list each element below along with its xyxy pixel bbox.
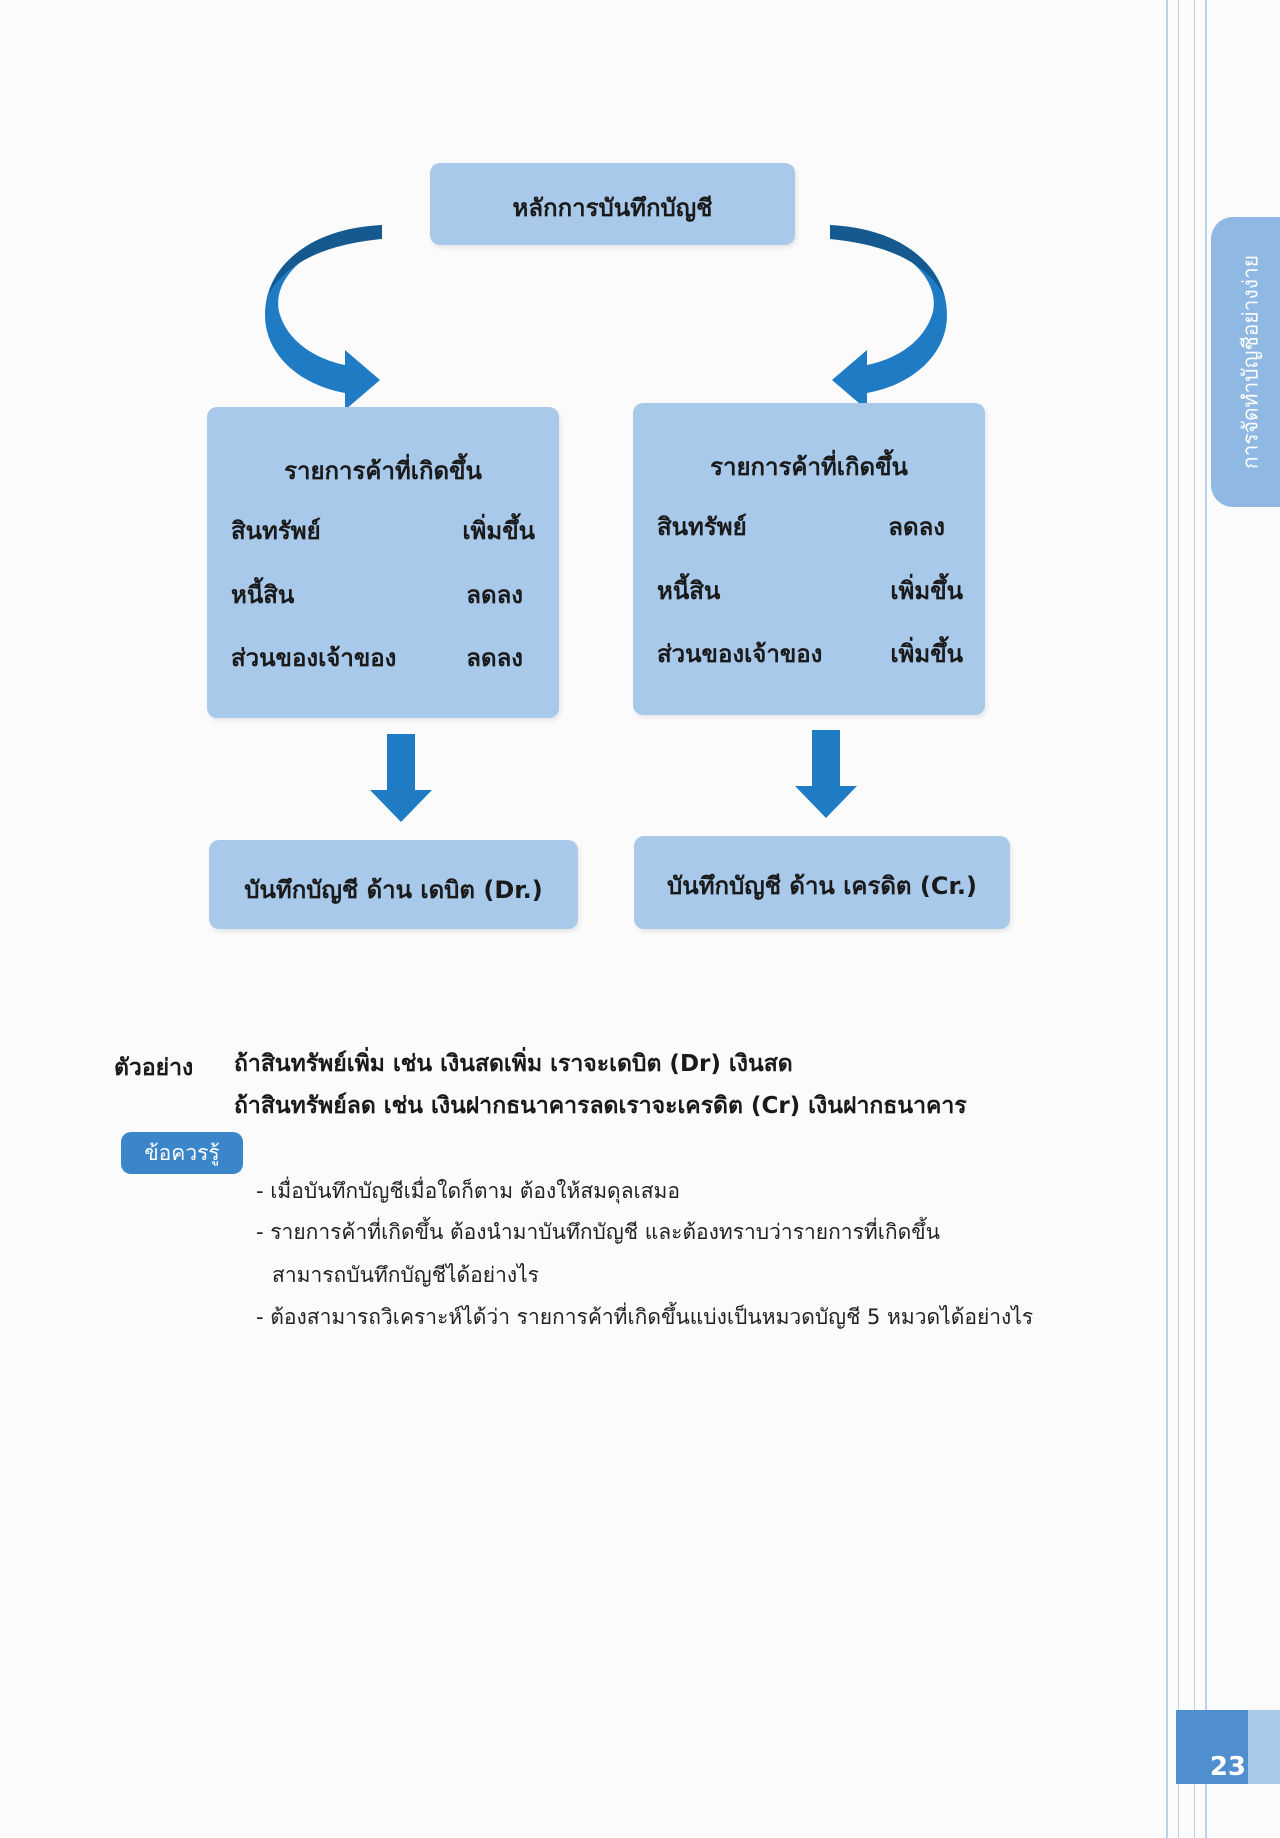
down-arrow-left-icon bbox=[370, 734, 432, 822]
box-title: รายการค้าที่เกิดขึ้น bbox=[284, 457, 482, 485]
row-value: ลดลง bbox=[888, 513, 945, 541]
row-label: ส่วนของเจ้าของ bbox=[657, 640, 823, 668]
notes-badge: ข้อควรรู้ bbox=[121, 1132, 243, 1174]
row-value: เพิ่มขึ้น bbox=[890, 577, 963, 605]
row-label: ส่วนของเจ้าของ bbox=[231, 644, 397, 672]
note-item: - รายการค้าที่เกิดขึ้น ต้องนำมาบันทึกบัญ… bbox=[256, 1220, 940, 1244]
credit-result-label: บันทึกบัญชี ด้าน เครดิต (Cr.) bbox=[667, 872, 977, 900]
chapter-tab-label: การจัดทำบัญชีอย่างง่าย bbox=[1238, 254, 1263, 470]
principle-title-box: หลักการบันทึกบัญชี bbox=[430, 163, 795, 245]
notes-badge-label: ข้อควรรู้ bbox=[144, 1141, 220, 1165]
note-item: - ต้องสามารถวิเคราะห์ได้ว่า รายการค้าที่… bbox=[256, 1305, 1034, 1329]
note-item: สามารถบันทึกบัญชีได้อย่างไร bbox=[272, 1263, 539, 1287]
example-line: ถ้าสินทรัพย์เพิ่ม เช่น เงินสดเพิ่ม เราจะ… bbox=[234, 1051, 793, 1077]
example-label: ตัวอย่าง bbox=[114, 1055, 194, 1081]
page-number-strip bbox=[1248, 1710, 1280, 1784]
down-arrow-right-icon bbox=[795, 730, 857, 818]
debit-result-label: บันทึกบัญชี ด้าน เดบิต (Dr.) bbox=[244, 876, 543, 904]
row-label: หนี้สิน bbox=[231, 581, 295, 609]
box-title: รายการค้าที่เกิดขึ้น bbox=[710, 453, 908, 481]
curved-arrow-left-icon bbox=[265, 225, 382, 410]
example-line: ถ้าสินทรัพย์ลด เช่น เงินฝากธนาคารลดเราจะ… bbox=[234, 1093, 967, 1119]
row-label: สินทรัพย์ bbox=[231, 517, 321, 545]
row-value: เพิ่มขึ้น bbox=[890, 640, 963, 668]
margin-line bbox=[1166, 0, 1168, 1838]
margin-line bbox=[1205, 0, 1207, 1838]
page-number: 23 bbox=[1209, 1752, 1246, 1782]
row-value: เพิ่มขึ้น bbox=[462, 517, 535, 545]
credit-transactions-box: รายการค้าที่เกิดขึ้น สินทรัพย์ ลดลง หนี้… bbox=[633, 403, 985, 715]
note-item: - เมื่อบันทึกบัญชีเมื่อใดก็ตาม ต้องให้สม… bbox=[256, 1179, 681, 1203]
row-value: ลดลง bbox=[466, 644, 523, 672]
row-value: ลดลง bbox=[466, 581, 523, 609]
chapter-tab: การจัดทำบัญชีอย่างง่าย bbox=[1211, 217, 1280, 507]
curved-arrow-right-icon bbox=[830, 225, 947, 410]
margin-line bbox=[1194, 0, 1195, 1838]
page-number-box: 23 bbox=[1176, 1710, 1248, 1784]
debit-result-box: บันทึกบัญชี ด้าน เดบิต (Dr.) bbox=[209, 840, 578, 929]
margin-line bbox=[1178, 0, 1179, 1838]
credit-result-box: บันทึกบัญชี ด้าน เครดิต (Cr.) bbox=[634, 836, 1010, 929]
row-label: สินทรัพย์ bbox=[657, 513, 747, 541]
row-label: หนี้สิน bbox=[657, 577, 721, 605]
principle-title: หลักการบันทึกบัญชี bbox=[512, 194, 713, 222]
debit-transactions-box: รายการค้าที่เกิดขึ้น สินทรัพย์ เพิ่มขึ้น… bbox=[207, 407, 559, 718]
